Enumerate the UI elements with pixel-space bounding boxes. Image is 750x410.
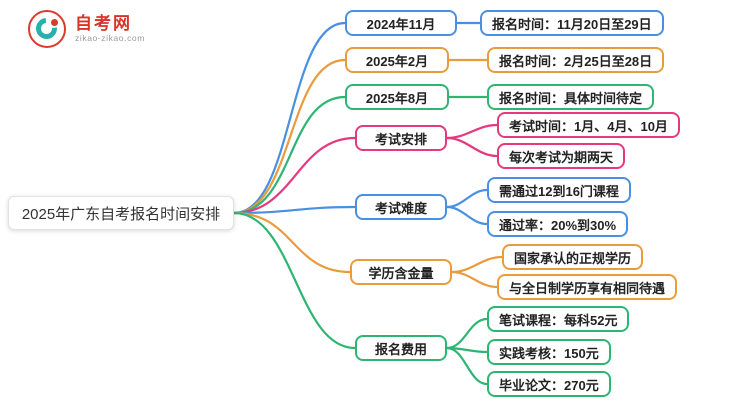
connector-line: [232, 211, 357, 350]
branch-registration-fee: 报名费用: [355, 335, 447, 361]
leaf-practice-fee: 实践考核：150元: [487, 339, 611, 365]
leaf-reg-time-nov: 报名时间：11月20日至29日: [480, 10, 664, 36]
leaf-thesis-fee: 毕业论文：270元: [487, 371, 611, 397]
connector-line: [445, 346, 489, 354]
connector-line: [232, 95, 347, 215]
logo-swoosh-icon: [31, 13, 62, 44]
site-logo: 自考网 zikao-zikao.com: [28, 10, 145, 48]
branch-2024-nov: 2024年11月: [345, 10, 457, 36]
branch-degree-value: 学历含金量: [350, 259, 452, 285]
leaf-exam-months: 考试时间：1月、4月、10月: [497, 112, 680, 138]
leaf-written-exam-fee: 笔试课程：每科52元: [487, 306, 630, 332]
connector-line: [445, 123, 499, 140]
logo-title: 自考网: [75, 14, 132, 33]
branch-2025-aug: 2025年8月: [345, 84, 449, 110]
connector-line: [445, 188, 489, 209]
leaf-reg-time-aug: 报名时间：具体时间待定: [487, 84, 655, 110]
branch-2025-feb: 2025年2月: [345, 47, 449, 73]
branch-exam-difficulty: 考试难度: [355, 194, 447, 220]
connector-line: [445, 346, 489, 386]
leaf-pass-rate: 通过率：20%到30%: [487, 211, 629, 237]
leaf-course-count: 需通过12到16门课程: [487, 177, 631, 203]
leaf-reg-time-feb: 报名时间：2月25日至28日: [487, 47, 665, 73]
connector-line: [445, 317, 489, 350]
logo-badge-icon: [28, 10, 66, 48]
connector-line: [232, 136, 357, 215]
branch-exam-schedule: 考试安排: [355, 125, 447, 151]
connector-line: [232, 205, 357, 215]
connector-line: [232, 21, 347, 215]
leaf-state-recognized: 国家承认的正规学历: [502, 244, 644, 270]
connector-line: [232, 211, 352, 274]
leaf-equal-treatment: 与全日制学历享有相同待遇: [497, 274, 678, 300]
connector-line: [450, 270, 499, 289]
logo-subtitle: zikao-zikao.com: [75, 33, 145, 43]
logo-dot-icon: [51, 19, 58, 26]
connector-line: [445, 205, 489, 226]
connector-line: [450, 255, 504, 274]
connector-line: [232, 58, 347, 215]
root-topic-node: 2025年广东自考报名时间安排: [8, 196, 234, 230]
connector-line: [445, 136, 499, 158]
leaf-exam-duration: 每次考试为期两天: [497, 143, 626, 169]
